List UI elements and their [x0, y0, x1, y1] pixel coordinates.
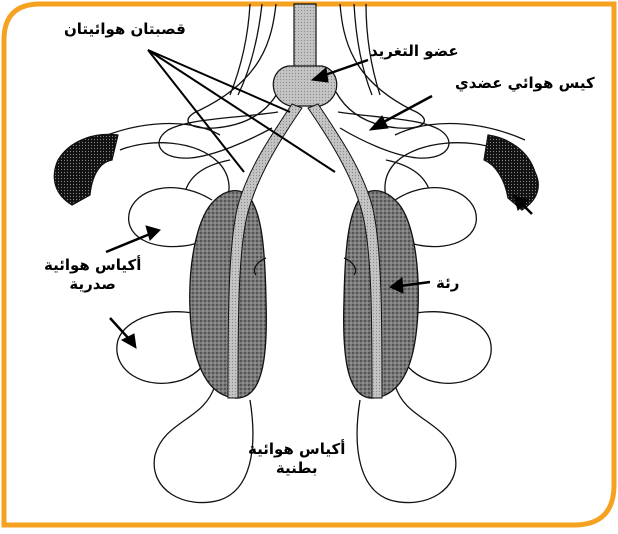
label-thoracic-sacs-line2: صدرية: [44, 275, 141, 294]
label-humeral-sac: كيس هوائي عضدي: [455, 74, 595, 93]
humeral-sac-right: [484, 135, 538, 210]
cervical-sac-left: [188, 4, 278, 128]
bronchi-pointer-left: [148, 50, 244, 172]
label-syrinx: عضو التغريد: [370, 42, 459, 61]
syrinx: [273, 66, 337, 106]
humeral-sac-left: [54, 134, 118, 205]
thoracic-arrow-upper-line: [106, 234, 150, 252]
abdominal-sac-left: [154, 385, 253, 503]
bronchi-pointer-right2: [148, 50, 290, 112]
label-abdominal-sacs: أكياس هوائية بطنية: [248, 440, 345, 478]
clavicular-sac-left: [159, 112, 278, 158]
label-lung: رئة: [436, 274, 459, 293]
label-thoracic-sacs: أكياس هوائية صدرية: [44, 256, 141, 294]
trachea: [294, 4, 316, 68]
label-abdominal-sacs-line1: أكياس هوائية: [248, 440, 345, 459]
abdominal-sac-right: [357, 385, 456, 503]
syrinx-arrow-line: [322, 60, 368, 76]
clavicular-sac-right: [338, 112, 449, 158]
label-thoracic-sacs-line1: أكياس هوائية: [44, 256, 141, 275]
label-abdominal-sacs-line2: بطنية: [248, 459, 345, 478]
label-bronchi: قصبتان هوائيتان: [64, 20, 186, 39]
neck-outline-left: [230, 4, 250, 95]
